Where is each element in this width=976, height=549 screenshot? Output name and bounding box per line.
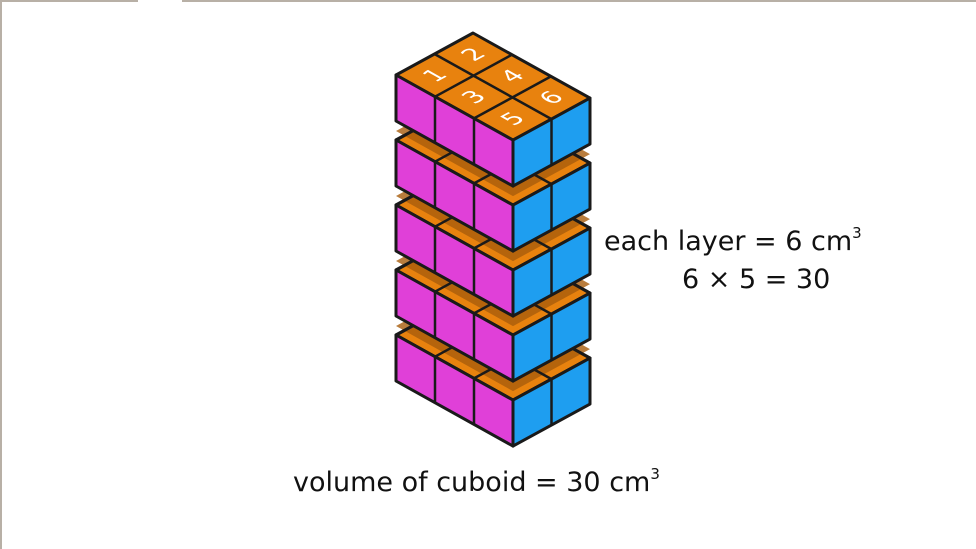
- volume-label: volume of cuboid = 30 cm3: [293, 465, 660, 498]
- grid-line: [433, 52, 553, 121]
- grid-line: [473, 75, 552, 120]
- volume-text: volume of cuboid = 30 cm: [293, 467, 651, 498]
- each-layer-label: each layer = 6 cm3: [604, 224, 862, 257]
- frame-border-top-left: [0, 0, 138, 2]
- each-layer-exponent: 3: [852, 224, 862, 242]
- each-layer-text: each layer = 6 cm: [604, 226, 853, 257]
- calculation-label: 6 × 5 = 30: [682, 264, 831, 295]
- volume-exponent: 3: [650, 465, 660, 483]
- frame-border-top-right: [182, 0, 976, 2]
- frame-border-left: [0, 0, 2, 549]
- grid-line: [434, 53, 513, 98]
